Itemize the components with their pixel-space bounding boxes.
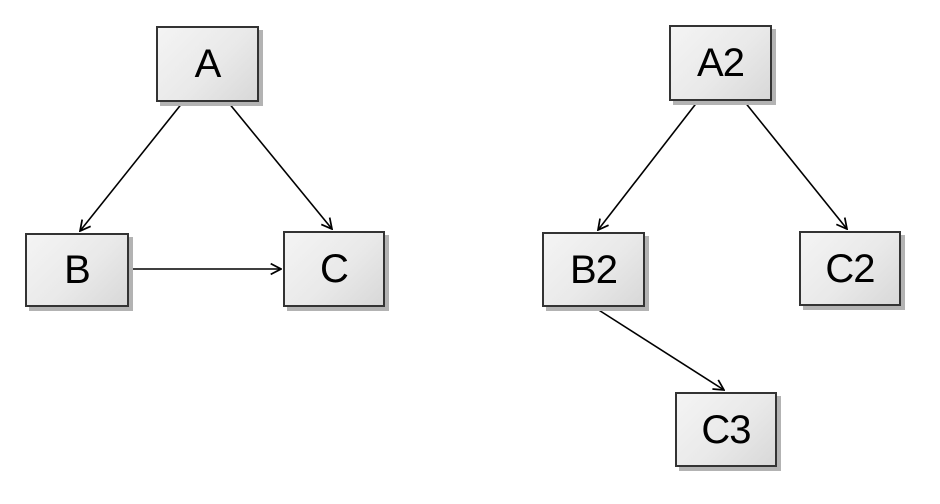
node-c3-label: C3	[701, 407, 751, 452]
node-a-label: A	[194, 42, 222, 86]
edge-b2-to-c3	[593, 306, 724, 390]
node-c2-label: C2	[825, 246, 875, 291]
node-b-label: B	[64, 248, 91, 292]
edge-a-to-b	[80, 101, 184, 231]
edge-a-to-c	[227, 101, 332, 229]
node-c: C	[283, 231, 385, 307]
node-a: A	[156, 26, 259, 102]
edge-a2-to-b2	[598, 100, 699, 230]
node-b2-label: B2	[570, 247, 618, 292]
node-b: B	[25, 233, 129, 307]
edge-a2-to-c2	[743, 100, 847, 229]
node-c2: C2	[799, 231, 901, 306]
node-b2: B2	[542, 232, 645, 307]
node-a2: A2	[669, 25, 772, 101]
node-c-label: C	[320, 247, 349, 291]
node-c3: C3	[675, 392, 777, 467]
node-a2-label: A2	[697, 41, 745, 85]
